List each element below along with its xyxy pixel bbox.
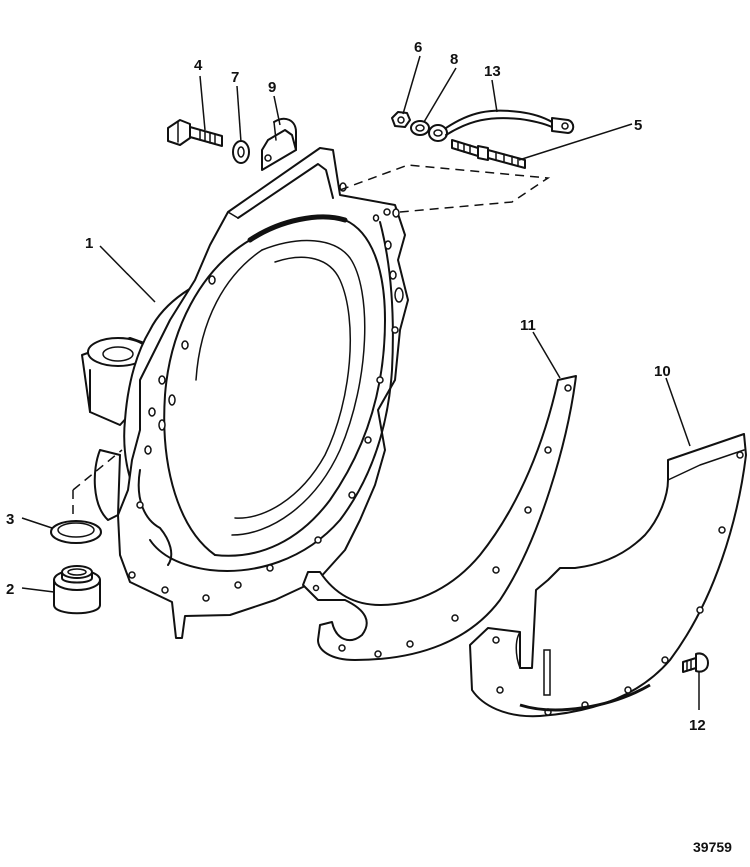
washer-part-7 <box>232 140 250 164</box>
washer-part-8 <box>410 120 430 136</box>
cover-plate-part-10 <box>469 433 747 718</box>
callout-12: 12 <box>689 717 706 734</box>
leader-lines <box>21 55 700 710</box>
callout-13: 13 <box>484 63 501 80</box>
callout-11: 11 <box>520 317 536 334</box>
callout-4: 4 <box>194 57 203 74</box>
stud-part-5 <box>451 139 526 169</box>
callout-5: 5 <box>634 117 642 134</box>
clip-part-9 <box>261 117 297 171</box>
screw-part-12 <box>682 652 709 673</box>
callout-1: 1 <box>85 235 93 252</box>
bushing-alignment-line <box>72 449 123 520</box>
ground-strap-part-13 <box>428 109 575 142</box>
callout-10: 10 <box>654 363 671 380</box>
alignment-guide <box>339 164 551 213</box>
figure-number: 39759 <box>693 839 732 855</box>
callout-6: 6 <box>414 39 422 56</box>
bushing-part-2 <box>53 565 101 615</box>
nut-part-6 <box>391 111 411 128</box>
gasket-part-11 <box>302 375 577 661</box>
callout-2: 2 <box>6 581 14 598</box>
callout-7: 7 <box>231 69 239 86</box>
callout-3: 3 <box>6 511 14 528</box>
bolt-part-4 <box>167 119 223 147</box>
callout-8: 8 <box>450 51 458 68</box>
flywheel-housing <box>81 147 409 639</box>
seal-ring-part-3 <box>50 520 102 544</box>
callout-labels: 1 2 3 4 5 6 7 8 9 10 11 12 13 39759 <box>6 39 732 855</box>
callout-9: 9 <box>268 79 276 96</box>
